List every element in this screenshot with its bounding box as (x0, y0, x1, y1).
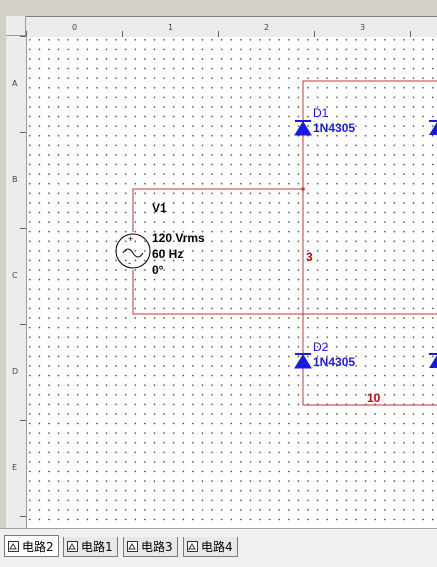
tab-circuit-4-label: 电路4 (201, 540, 233, 554)
d2-part-label: 1N4305 (313, 355, 355, 369)
source-ref-label: V1 (152, 201, 167, 215)
diode-d2-symbol[interactable] (294, 353, 312, 369)
wire-source-bottom[interactable] (132, 270, 437, 315)
ruler-row-c: C (12, 271, 18, 280)
ruler-col-2: 2 (264, 23, 270, 32)
schematic-drawing: + - V1 120 Vrm (115, 80, 437, 406)
tab-circuit-2-label: 电路2 (22, 539, 54, 554)
schematic-canvas[interactable]: + - V1 120 Vrm (27, 37, 437, 528)
d2-ref-label: D2 (313, 340, 329, 354)
junction-dot (301, 187, 305, 191)
diode-d1-symbol[interactable] (294, 120, 312, 136)
tab-circuit-1-label: 电路1 (81, 540, 113, 554)
tab-circuit-4[interactable]: 电路4 (183, 537, 238, 557)
left-ruler-ticks (20, 36, 26, 517)
ruler-row-a: A (12, 79, 18, 88)
tab-circuit-3-label: 电路3 (141, 540, 173, 554)
tab-circuit-2[interactable]: 电路2 (4, 535, 59, 557)
ruler-col-3: 3 (360, 23, 366, 32)
wire-source-top[interactable] (132, 188, 303, 232)
wire-top-right[interactable] (302, 80, 437, 121)
ac-source-symbol[interactable]: + - (115, 233, 151, 269)
d1-part-label: 1N4305 (313, 121, 355, 135)
source-frequency-label: 60 Hz (152, 247, 183, 261)
ruler-col-0: 0 (72, 23, 78, 32)
wire-node10[interactable] (302, 368, 437, 406)
svg-text:-: - (128, 258, 131, 268)
net-label-3: 3 (306, 250, 313, 264)
diode-d4-partial-symbol[interactable] (429, 353, 437, 368)
diode-d3-partial-symbol[interactable] (429, 120, 437, 135)
ruler-col-1: 1 (168, 23, 174, 32)
schematic-sheet-icon (187, 541, 198, 552)
source-phase-label: 0° (152, 263, 164, 277)
wires (132, 80, 437, 406)
left-ruler: A B C D E (6, 36, 27, 528)
tab-circuit-1[interactable]: 电路1 (63, 537, 118, 557)
tab-circuit-3[interactable]: 电路3 (123, 537, 178, 557)
ruler-row-e: E (12, 463, 18, 472)
schematic-sheet-icon (67, 541, 78, 552)
source-voltage-label: 120 Vrms (152, 231, 205, 245)
schematic-sheet-icon (8, 540, 19, 552)
schematic-sheet-icon (127, 541, 138, 552)
net-label-10: 10 (367, 391, 381, 405)
ruler-corner (6, 16, 26, 36)
top-ruler: 0 1 2 3 (6, 16, 437, 38)
sheet-tab-bar: 电路2 电路1 电路3 电路4 (0, 528, 437, 567)
ruler-row-b: B (12, 175, 18, 184)
top-ruler-ticks (26, 31, 411, 37)
ruler-row-d: D (12, 367, 19, 376)
d1-ref-label: D1 (313, 106, 329, 120)
svg-text:+: + (128, 234, 133, 244)
workspace-frame: 0 1 2 3 A B C D E (0, 0, 437, 535)
